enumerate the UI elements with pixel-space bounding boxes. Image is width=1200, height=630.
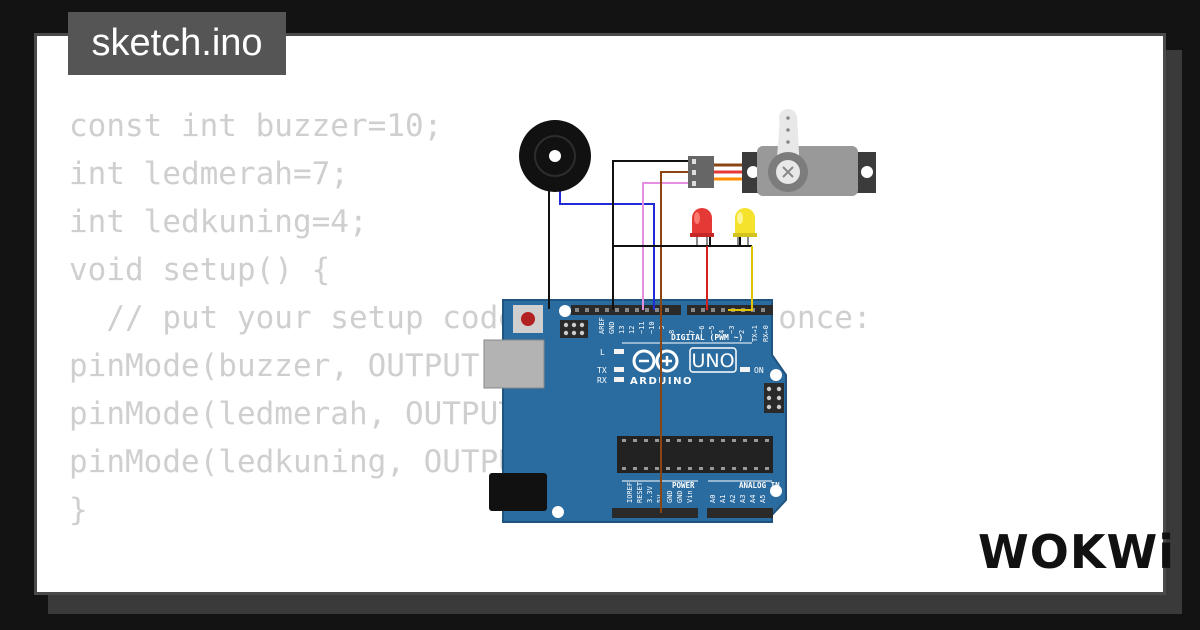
pin-label: 8 (668, 330, 676, 334)
pin-label: ~6 (698, 326, 706, 334)
pin-label: 4 (718, 330, 726, 334)
pin-label: IOREF (626, 482, 634, 503)
pin-label: RX←0 (762, 325, 770, 342)
icsp-header-small (560, 320, 588, 338)
pin-label: 7 (688, 330, 696, 334)
status-led (614, 349, 624, 354)
led-label-tx: TX (597, 366, 607, 375)
servo-mount-hole (861, 166, 873, 178)
code-line: const int buzzer=10; (69, 108, 443, 144)
icsp-header (764, 383, 784, 413)
status-led (614, 367, 624, 372)
buzzer-ring (534, 135, 576, 177)
pin-label: GND (666, 490, 674, 503)
pin-label: ~11 (638, 321, 646, 334)
usb-connector (483, 339, 545, 389)
pin-label: 12 (628, 326, 636, 334)
mounting-hole (770, 485, 782, 497)
servo-mount-hole (747, 166, 759, 178)
analog-label: ANALOG IN (739, 481, 780, 490)
wokwi-logo[interactable]: WOKWi (978, 525, 1175, 579)
pin-label: ~3 (728, 326, 736, 334)
pin-label: A1 (719, 495, 727, 503)
led-label-l: L (600, 348, 605, 357)
mounting-hole (770, 369, 782, 381)
pin-label: 3.3V (646, 485, 654, 503)
pin-label: 13 (618, 326, 626, 334)
arduino-uno-board[interactable]: AREF GND 13 12 ~11 ~10 ~9 8 7 ~6 ~5 4 ~3… (483, 299, 787, 523)
power-led-label: ON (754, 366, 764, 375)
reset-button-cap[interactable] (521, 312, 535, 326)
power-label: POWER (672, 481, 695, 490)
servo-screw-icon (782, 166, 794, 178)
led-red[interactable] (690, 208, 714, 245)
wire-servo-power[interactable] (660, 171, 688, 513)
buzzer[interactable] (519, 120, 591, 192)
arduino-logo (632, 349, 679, 373)
wire-led-yellow[interactable] (728, 246, 753, 311)
pin-label: A2 (729, 495, 737, 503)
pin-label: GND (608, 321, 616, 334)
buzzer-hole (549, 150, 561, 162)
pin-label: TX→1 (751, 325, 759, 342)
pin-label: ~5 (708, 326, 716, 334)
code-line: int ledkuning=4; (69, 204, 368, 240)
code-line: int ledmerah=7; (69, 156, 349, 192)
mounting-hole (552, 506, 564, 518)
pin-label: 2 (738, 330, 746, 334)
pin-label: Vin (686, 490, 694, 503)
pin-label: AREF (598, 317, 606, 334)
digital-pwm-label: DIGITAL (PWM ~) (671, 333, 743, 342)
led-label-rx: RX (597, 376, 607, 385)
wire-buzzer-signal[interactable] (559, 190, 655, 310)
wire-servo-gnd[interactable] (612, 160, 688, 310)
code-line: } (69, 492, 88, 528)
led-yellow[interactable] (733, 208, 757, 245)
board-model: UNO (691, 350, 734, 372)
pin-label: A0 (709, 495, 717, 503)
servo-connector (688, 156, 714, 188)
microcontroller-chip (617, 436, 773, 473)
mounting-hole (559, 305, 571, 317)
analog-header (707, 508, 773, 518)
wire-servo-signal[interactable] (642, 182, 688, 310)
power-led (740, 367, 750, 372)
code-line: void setup() { (69, 252, 331, 288)
pin-label: A5 (759, 495, 767, 503)
servo-motor[interactable] (688, 109, 876, 196)
chip-pins (622, 439, 769, 470)
pin-label: GND (676, 490, 684, 503)
pin-label: A4 (749, 495, 757, 503)
file-tab[interactable]: sketch.ino (68, 12, 286, 75)
pin-label: ~10 (648, 321, 656, 334)
power-jack (489, 473, 547, 511)
status-led (614, 377, 624, 382)
pin-label: A3 (739, 495, 747, 503)
power-header (612, 508, 698, 518)
code-line: void loop() { (69, 582, 872, 592)
pin-label: RESET (636, 481, 644, 503)
uno-badge (689, 347, 737, 373)
